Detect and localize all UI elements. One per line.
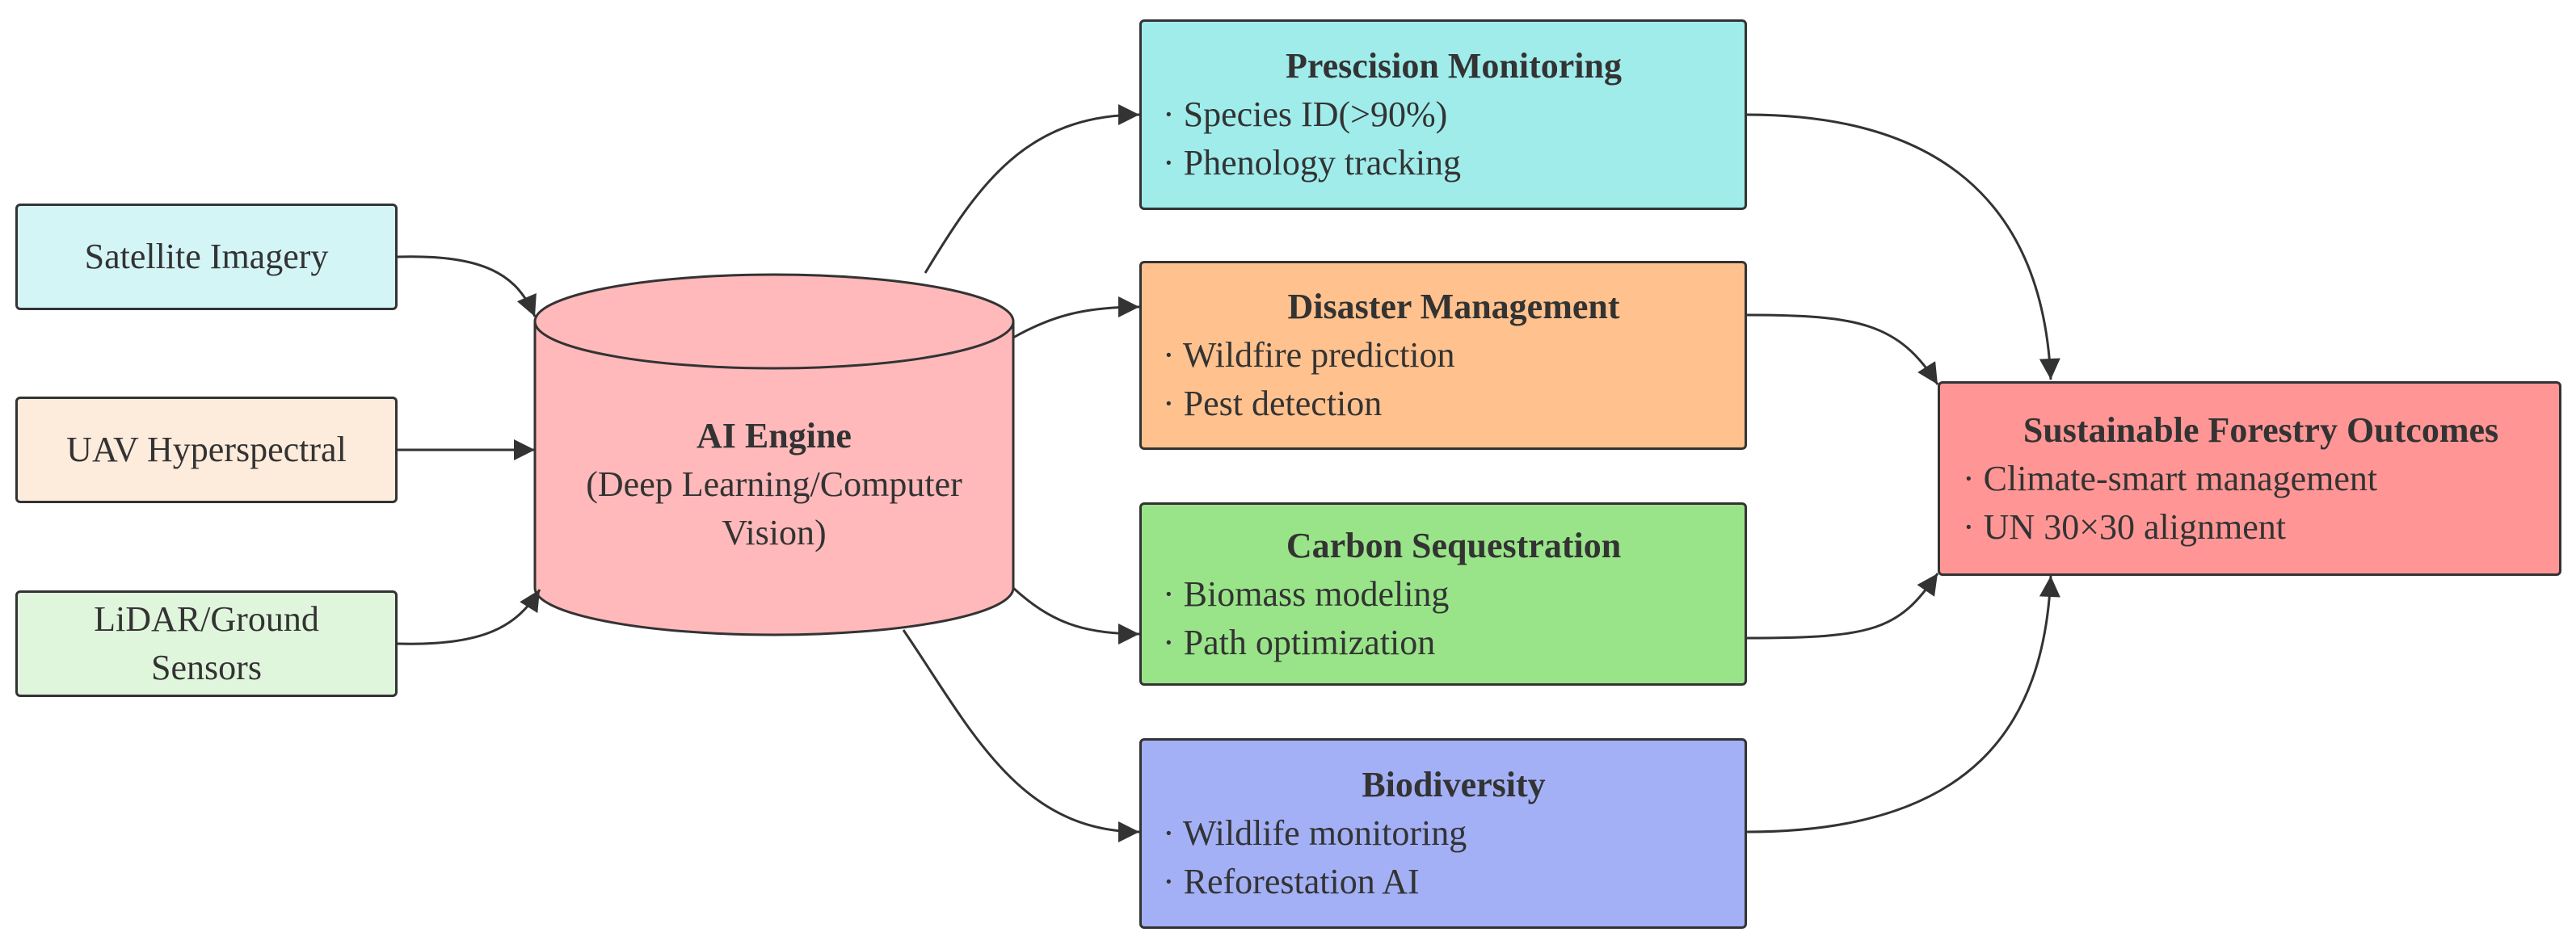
- lidar-ground-sensors-node: LiDAR/Ground Sensors: [15, 590, 398, 697]
- disaster-item-1: · Wildfire prediction: [1163, 335, 1455, 375]
- edge-engine-to-carbon: [1012, 586, 1140, 645]
- uav-hyperspectral-node: UAV Hyperspectral: [15, 397, 398, 503]
- edge-precision-to-outcomes: [1746, 113, 2060, 380]
- cylinder-top-rim: [533, 321, 1015, 370]
- precision-monitoring-title: Prescision Monitoring: [1286, 46, 1622, 86]
- carbon-sequestration-node: Carbon Sequestration · Biomass modeling …: [1139, 502, 1747, 686]
- biodiversity-node: Biodiversity · Wildlife monitoring · Ref…: [1139, 738, 1747, 929]
- carbon-item-2: · Path optimization: [1163, 622, 1436, 662]
- lidar-label-line-2: Sensors: [151, 648, 262, 687]
- edge-engine-to-precision: [924, 104, 1140, 274]
- outcomes-title: Sustainable Forestry Outcomes: [2022, 409, 2499, 450]
- satellite-imagery-label: Satellite Imagery: [84, 237, 329, 276]
- disaster-item-2: · Pest detection: [1163, 384, 1383, 423]
- ai-engine-subtitle-line-2: Vision): [722, 513, 827, 552]
- disaster-management-title: Disaster Management: [1287, 287, 1620, 326]
- biodiversity-item-1: · Wildlife monitoring: [1163, 813, 1467, 853]
- ai-engine-label: AI Engine (Deep Learning/Computer Vision…: [535, 412, 1013, 557]
- sustainable-forestry-outcomes-node: Sustainable Forestry Outcomes · Climate-…: [1938, 381, 2561, 576]
- edge-engine-to-biodiversity: [902, 629, 1140, 842]
- carbon-sequestration-title: Carbon Sequestration: [1286, 525, 1622, 565]
- edge-carbon-to-outcomes: [1746, 573, 1939, 640]
- outcomes-item-1: · Climate-smart management: [1963, 458, 2378, 498]
- precision-monitoring-node: Prescision Monitoring · Species ID(>90%)…: [1139, 19, 1747, 210]
- ai-engine-title: AI Engine: [697, 416, 852, 456]
- edge-lidar-to-engine: [397, 589, 541, 645]
- precision-item-2: · Phenology tracking: [1163, 143, 1462, 183]
- carbon-item-1: · Biomass modeling: [1163, 573, 1450, 614]
- edge-satellite-to-engine: [397, 255, 537, 317]
- edge-engine-to-disaster: [1012, 296, 1140, 339]
- disaster-management-node: Disaster Management · Wildfire predictio…: [1139, 261, 1747, 450]
- edge-disaster-to-outcomes: [1746, 313, 1939, 385]
- lidar-label-line-1: LiDAR/Ground: [94, 599, 319, 639]
- ai-engine-subtitle-line-1: (Deep Learning/Computer: [586, 464, 962, 504]
- biodiversity-item-2: · Reforestation AI: [1163, 862, 1420, 901]
- satellite-imagery-node: Satellite Imagery: [15, 204, 398, 310]
- edge-biodiversity-to-outcomes: [1746, 575, 2060, 834]
- precision-item-1: · Species ID(>90%): [1163, 94, 1448, 134]
- outcomes-item-2: · UN 30×30 alignment: [1963, 506, 2286, 547]
- biodiversity-title: Biodiversity: [1362, 765, 1546, 804]
- uav-hyperspectral-label: UAV Hyperspectral: [66, 430, 347, 469]
